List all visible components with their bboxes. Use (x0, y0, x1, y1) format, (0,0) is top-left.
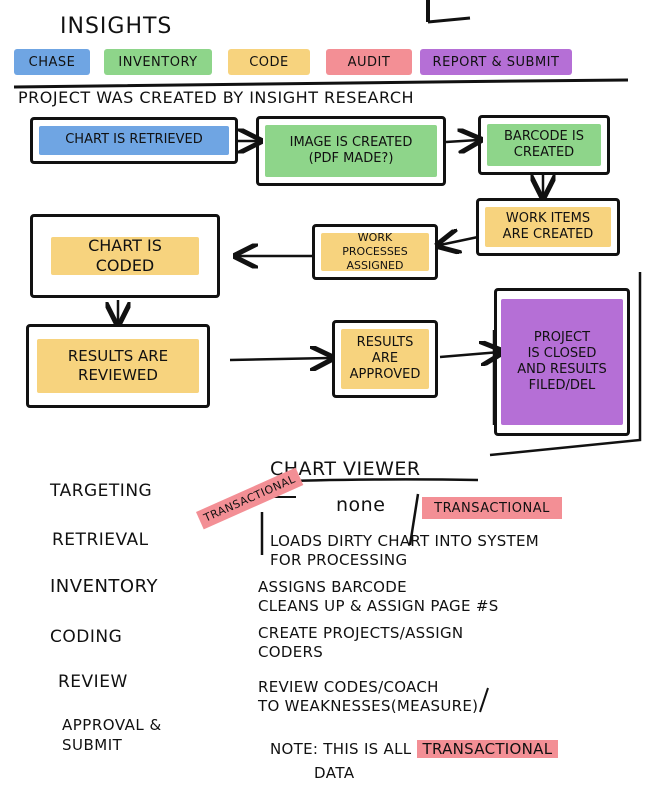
arrow-image-to-barcode (445, 140, 478, 142)
row-retrieval-desc: LOADS DIRTY CHART INTO SYSTEM FOR PROCES… (270, 532, 540, 569)
box-project-closed: PROJECT IS CLOSED AND RESULTS FILED/DEL (494, 288, 630, 436)
row-review-desc: REVIEW CODES/COACH TO WEAKNESSES(MEASURE… (258, 678, 479, 715)
box-work-items: WORK ITEMS ARE CREATED (476, 198, 620, 256)
row-review-label: REVIEW (58, 672, 128, 692)
arrow-workitems-to-processes (440, 237, 479, 245)
arrow-approved-to-closed (439, 352, 500, 357)
box-results-reviewed: RESULTS ARE REVIEWED (26, 324, 210, 408)
box-results-approved: RESULTS ARE APPROVED (332, 320, 438, 398)
legend-inventory: INVENTORY (104, 49, 212, 75)
legend-code: CODE (228, 49, 310, 75)
legend-audit: AUDIT (326, 49, 412, 75)
viewer-none: NONE (336, 494, 386, 516)
note-tail: DATA (314, 764, 355, 782)
arrow-reviewed-to-approved (229, 358, 330, 360)
legend-report-submit: REPORT & SUBMIT (420, 49, 572, 75)
subtitle-underline (13, 78, 629, 89)
row-targeting-label: TARGETING (50, 481, 153, 501)
page-title: INSIGHTS (60, 14, 173, 39)
row-retrieval-label: RETRIEVAL (52, 530, 149, 550)
retrieval-transactional-tag: TRANSACTIONAL (196, 467, 304, 530)
row-approval-submit-label: APPROVAL & SUBMIT (62, 716, 162, 754)
box-barcode-created: BARCODE IS CREATED (478, 115, 610, 175)
viewer-transactional: TRANSACTIONAL (422, 497, 562, 519)
note: NOTE: THIS IS ALL TRANSACTIONAL (270, 740, 559, 758)
note-text: NOTE: THIS IS ALL (270, 740, 417, 758)
box-chart-coded: CHART IS CODED (30, 214, 220, 298)
box-work-processes: WORK PROCESSES ASSIGNED (312, 224, 438, 280)
box-image-created: IMAGE IS CREATED (PDF MADE?) (256, 116, 446, 186)
row-inventory-desc: ASSIGNS BARCODE CLEANS UP & ASSIGN PAGE … (258, 578, 499, 615)
row-coding-desc: CREATE PROJECTS/ASSIGN CODERS (258, 624, 464, 661)
subtitle: PROJECT WAS CREATED BY INSIGHT RESEARCH (18, 88, 415, 107)
legend-chase: CHASE (14, 49, 90, 75)
row-coding-label: CODING (50, 627, 123, 647)
chart-viewer-heading: CHART VIEWER (270, 458, 421, 480)
row-inventory-label: INVENTORY (50, 576, 158, 597)
box-chart-retrieved: CHART IS RETRIEVED (30, 117, 238, 164)
note-highlight: TRANSACTIONAL (416, 740, 559, 758)
